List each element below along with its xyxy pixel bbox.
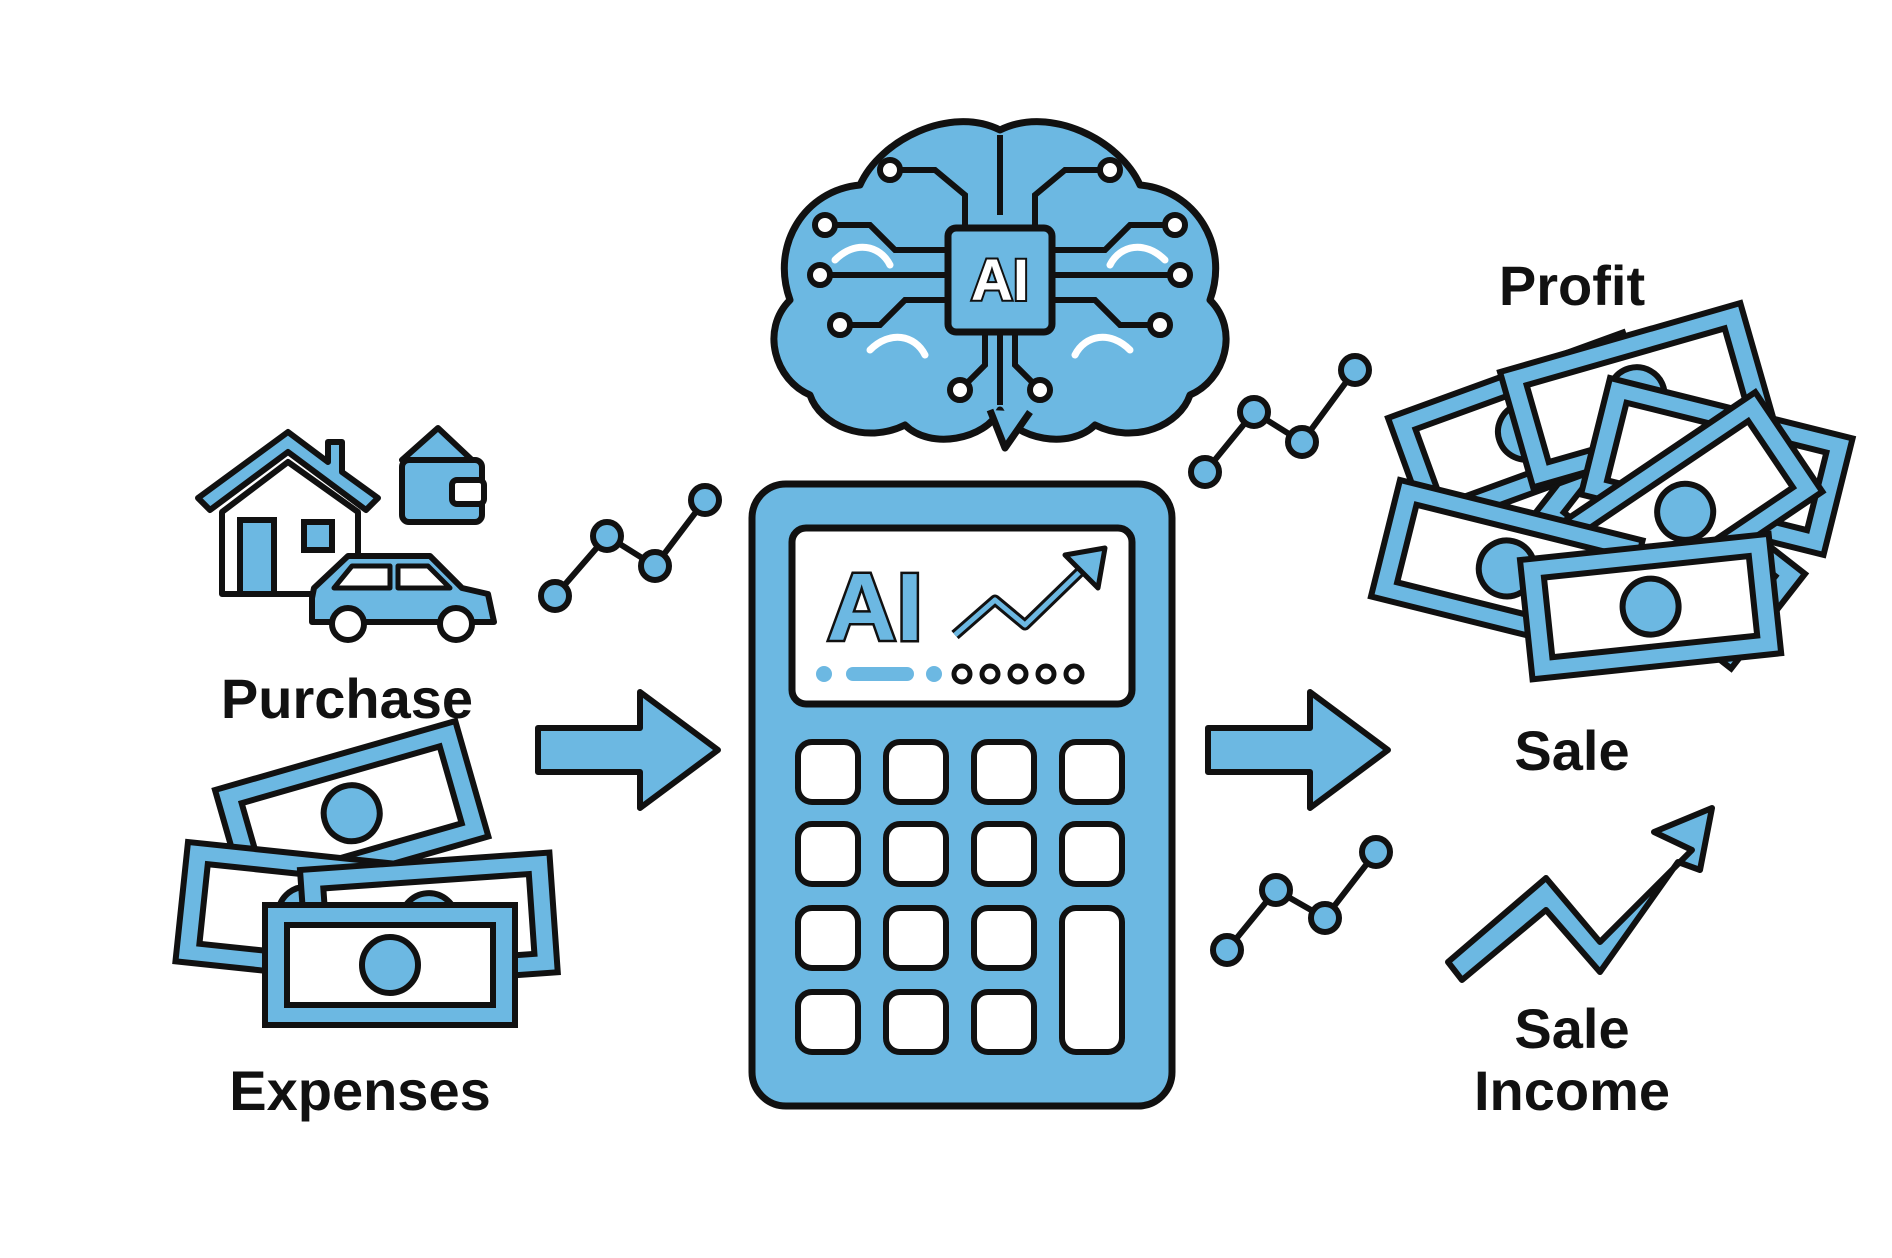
cash-stack-icon <box>175 721 557 1025</box>
label-sale: Sale <box>1514 719 1629 782</box>
calculator-screen-label: AI <box>827 554 923 661</box>
label-purchase: Purchase <box>221 667 473 730</box>
wallet-icon <box>399 425 487 525</box>
line-chart-icon <box>1210 835 1393 967</box>
label-sale-income-line1: Sale <box>1514 997 1629 1060</box>
right-arrow-icon <box>535 689 721 811</box>
brain-chip-label: AI <box>971 248 1029 313</box>
label-expenses: Expenses <box>229 1059 491 1122</box>
right-arrow-icon <box>1205 689 1391 811</box>
calculator-icon: AI <box>748 480 1176 1110</box>
trend-arrow-icon <box>1445 805 1715 983</box>
car-icon <box>309 553 497 643</box>
label-profit: Profit <box>1499 254 1645 317</box>
cash-stack-icon <box>1371 303 1853 679</box>
label-sale-income-line2: Income <box>1474 1059 1670 1122</box>
brain-icon: AI <box>770 118 1230 452</box>
line-chart-icon <box>538 483 722 613</box>
line-chart-icon <box>1188 353 1372 489</box>
